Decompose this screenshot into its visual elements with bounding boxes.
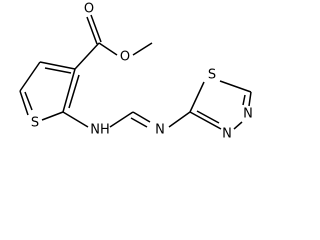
thiadiazole-ring — [189, 80, 252, 130]
thiadiazole-bond-s-c5 — [219, 80, 252, 93]
thiadiazole-bond-c5-n4 — [248, 91, 252, 107]
ring-double-bond-inner-c5 — [24, 91, 33, 111]
atom-label-thiophene-sulfur: S — [31, 116, 39, 131]
carbonyl-double-bond-inner — [90, 14, 102, 43]
ring-bond-c2-c3 — [62, 68, 76, 113]
thiadiazole-bond-n4-n3 — [233, 121, 243, 130]
ring-double-bond-inner-c2-c3 — [68, 74, 80, 109]
atom-label-thiadiazole-nitrogen-3: N — [222, 127, 232, 142]
amidine-linker — [62, 111, 191, 128]
atom-label-thiadiazole-sulfur: S — [208, 68, 216, 83]
atom-label-amine: NH — [90, 123, 110, 138]
ch-n-double-bond-outer — [132, 111, 151, 123]
atom-label-thiadiazole-nitrogen-4: N — [243, 107, 253, 122]
atom-label-ester-oxygen: O — [120, 50, 130, 65]
ring-bond-c5-s — [19, 90, 29, 116]
atom-label-imine-nitrogen: N — [155, 123, 165, 138]
carbonyl-double-bond-outer — [86, 16, 98, 45]
chemical-structure-diagram: O O S NH N S N N — [19, 2, 253, 142]
ring-double-bond-inner-c3-c4 — [44, 67, 72, 74]
thiadiazole-double-bond-inner-c5-n4 — [242, 94, 246, 106]
ester-to-ring-bond — [74, 42, 100, 70]
ch-n-double-bond-inner — [130, 117, 148, 128]
atom-label-carbonyl-oxygen: O — [84, 2, 94, 17]
thiadiazole-bond-c2-s — [189, 81, 205, 113]
ring-to-nh-bond — [62, 111, 89, 128]
methyl-ester-group — [74, 14, 153, 70]
thiadiazole-bond-n3-c2 — [189, 111, 222, 130]
thiophene-ring — [19, 61, 80, 121]
ester-c-o-bond — [98, 42, 118, 56]
methyl-bond — [132, 42, 153, 56]
ring-bond-c4-c5 — [19, 61, 41, 92]
structure-canvas: O O S NH N S N N — [19, 2, 253, 142]
ring-bond-c3-c4 — [39, 61, 76, 70]
n-to-thiadiazole-bond — [168, 111, 191, 128]
ring-bond-s-c2 — [41, 111, 64, 121]
thiadiazole-double-bond-inner-n3-c2 — [196, 110, 220, 124]
nh-to-ch-bond — [109, 111, 134, 128]
